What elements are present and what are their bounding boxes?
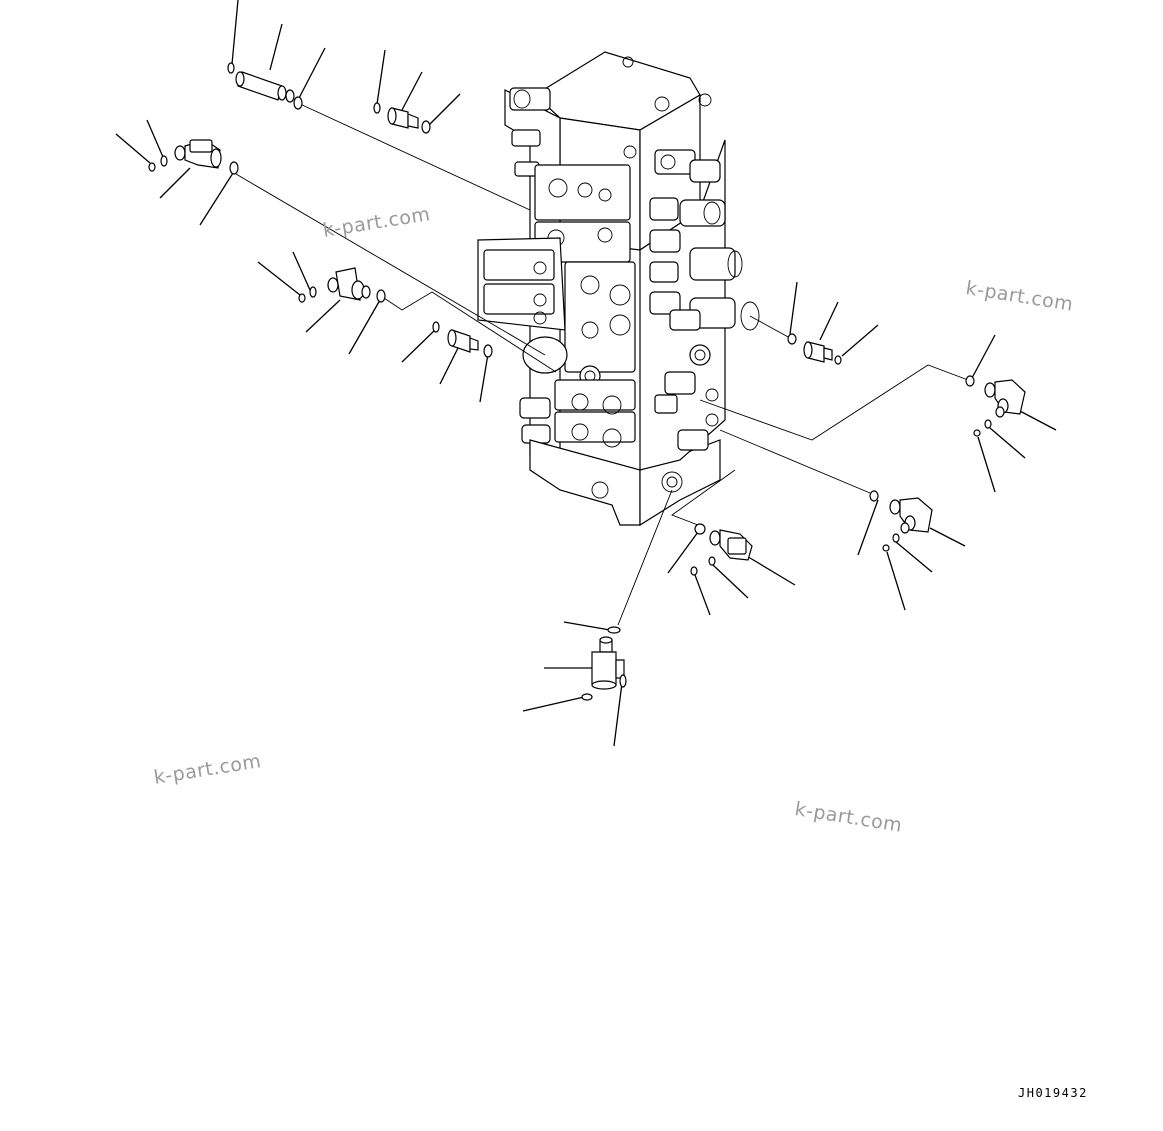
drawing-code: JH019432 [1018,1086,1088,1100]
o-ring [882,544,890,552]
elbow-fitting [889,497,933,534]
elbow-fitting [327,267,371,301]
union-fitting [447,329,479,353]
union-fitting [803,341,833,363]
o-ring [483,344,493,358]
o-ring [309,286,317,298]
union-fitting [387,107,419,129]
o-ring [834,355,842,365]
o-ring [148,162,156,172]
o-ring [965,375,975,387]
o-ring [227,62,235,74]
leader-lines [115,0,1057,747]
o-ring [892,533,900,543]
o-ring [160,155,168,167]
o-ring [421,120,431,134]
o-ring [293,96,303,110]
o-ring [376,289,386,303]
o-ring [869,490,879,502]
tee-fitting [591,636,625,690]
o-ring [298,293,306,303]
o-ring [694,523,706,535]
o-ring [690,566,698,576]
o-ring [619,674,627,688]
o-ring [581,693,593,701]
fittings-and-o-rings [148,62,1026,701]
o-ring [787,333,797,345]
elbow-fitting [174,139,222,169]
straight-fitting [235,71,295,103]
o-ring [984,419,992,429]
o-ring [708,556,716,566]
elbow-fitting [709,529,753,561]
control-valve-body [477,51,760,527]
o-ring [607,626,621,634]
o-ring [432,321,440,333]
o-ring [973,429,981,437]
o-ring [229,161,239,175]
o-ring [373,102,381,114]
elbow-fitting [984,379,1026,418]
